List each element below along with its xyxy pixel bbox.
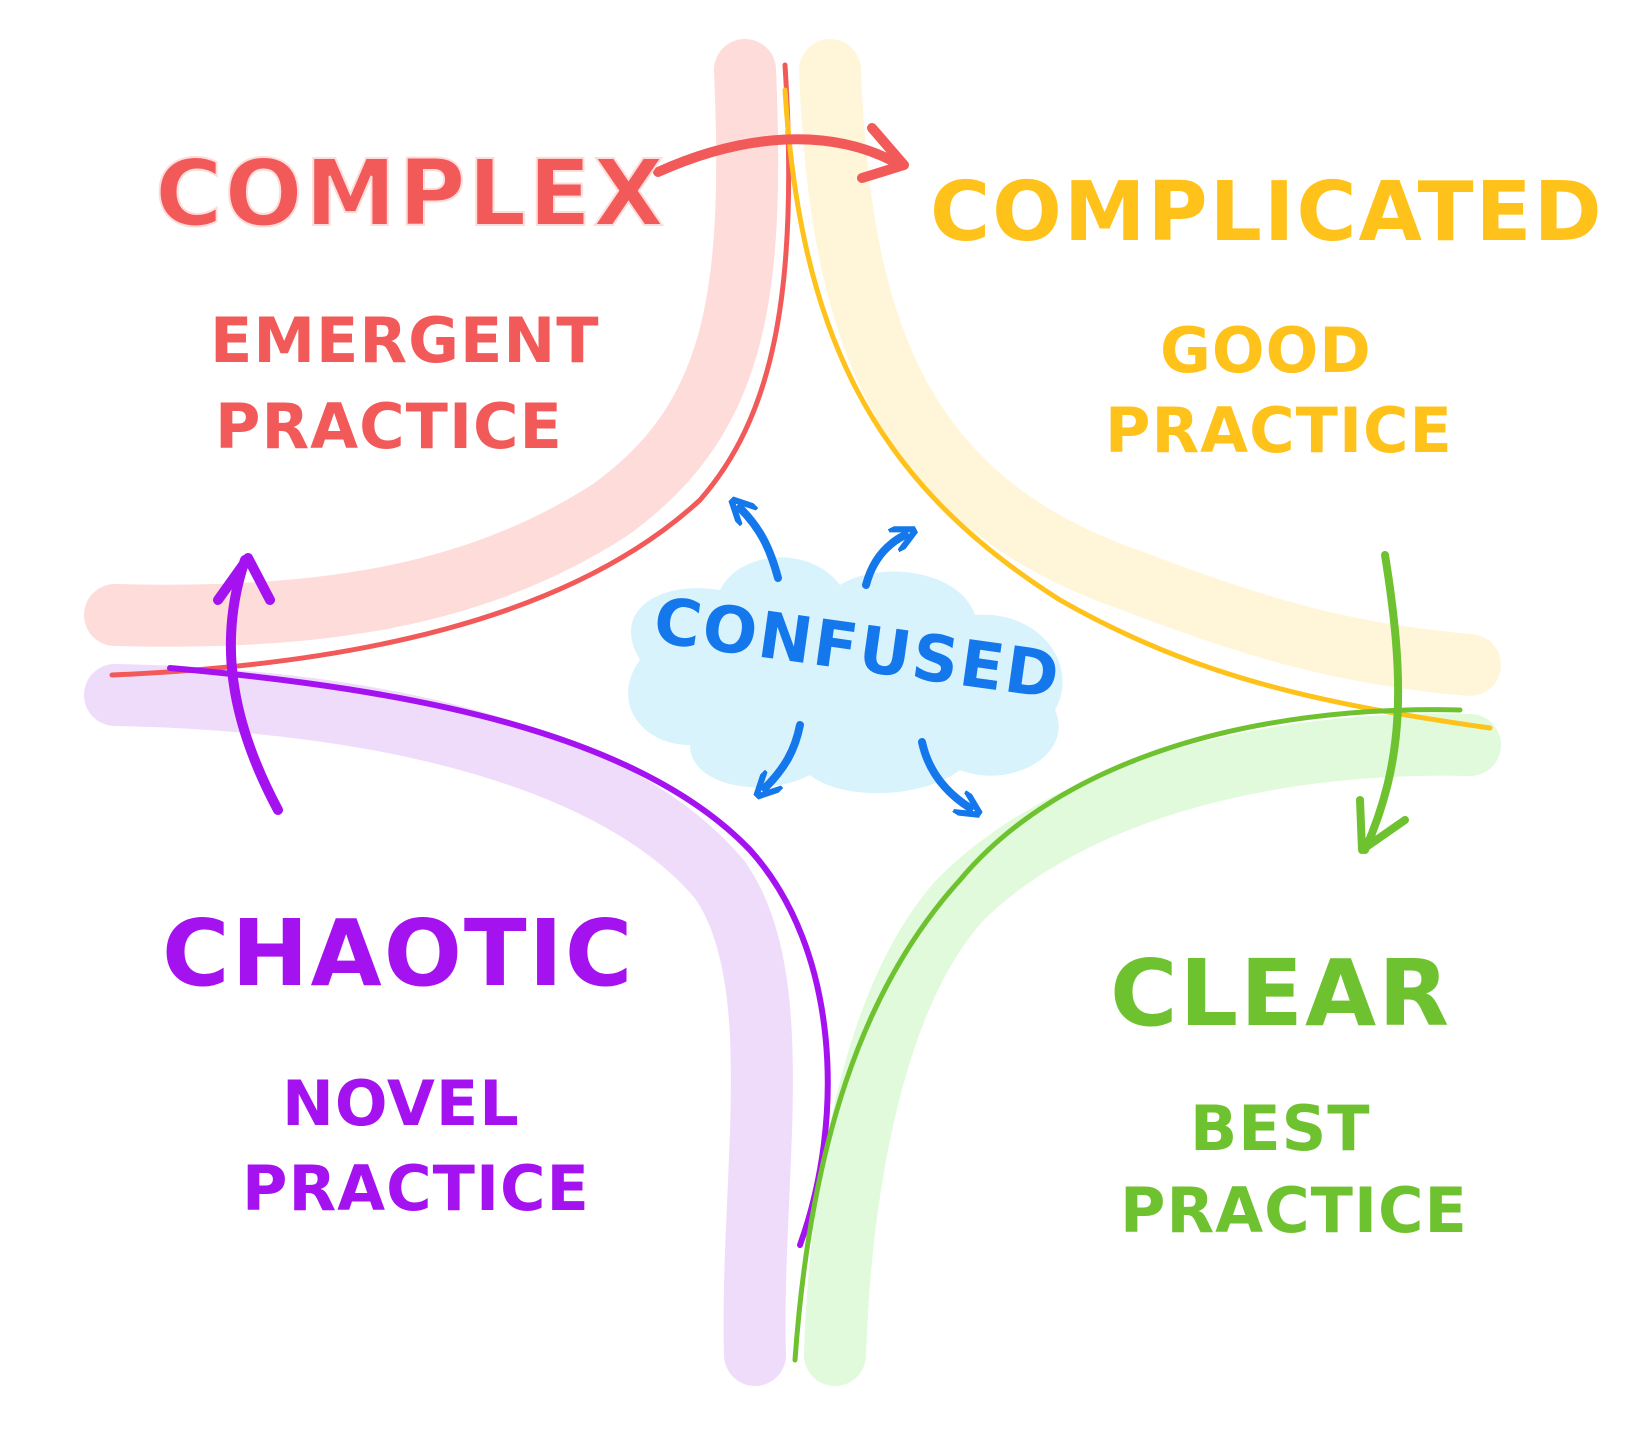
confused-arrow-up-left	[740, 508, 782, 582]
complicated-band	[799, 39, 1501, 696]
clear-subtitle-line2: PRACTICE	[1120, 1174, 1468, 1247]
complex-to-complicated-arrow	[653, 123, 909, 183]
clear-band	[804, 713, 1501, 1386]
chaotic-to-complex-arrow	[213, 553, 283, 815]
confused-arrow-down-left	[765, 721, 804, 788]
chaotic-boundary-line	[167, 665, 831, 1248]
complicated-title: COMPLICATED	[930, 165, 1604, 260]
chaotic-subtitle-line1: NOVEL	[282, 1067, 520, 1140]
confused-arrow-up-right	[862, 535, 905, 589]
complicated-subtitle-line1: GOOD	[1160, 314, 1372, 387]
confused-arrow-down-right	[918, 738, 970, 808]
complex-subtitle-line1: EMERGENT	[210, 304, 600, 377]
complicated-to-clear-arrow	[1356, 551, 1409, 854]
complicated-boundary-line	[782, 87, 1493, 731]
clear-subtitle-line1: BEST	[1190, 1092, 1371, 1165]
chaotic-band	[84, 664, 793, 1386]
clear-boundary-line	[792, 707, 1463, 1363]
complex-subtitle-line2: PRACTICE	[215, 390, 563, 463]
confused-cloud	[628, 557, 1063, 794]
complex-boundary-line	[109, 62, 792, 678]
complex-band	[84, 39, 779, 647]
complex-title: COMPLEX	[155, 140, 666, 247]
chaotic-title: CHAOTIC	[162, 900, 634, 1007]
chaotic-subtitle-line2: PRACTICE	[242, 1152, 590, 1225]
complicated-subtitle-line2: PRACTICE	[1105, 394, 1453, 467]
clear-title: CLEAR	[1110, 940, 1451, 1047]
